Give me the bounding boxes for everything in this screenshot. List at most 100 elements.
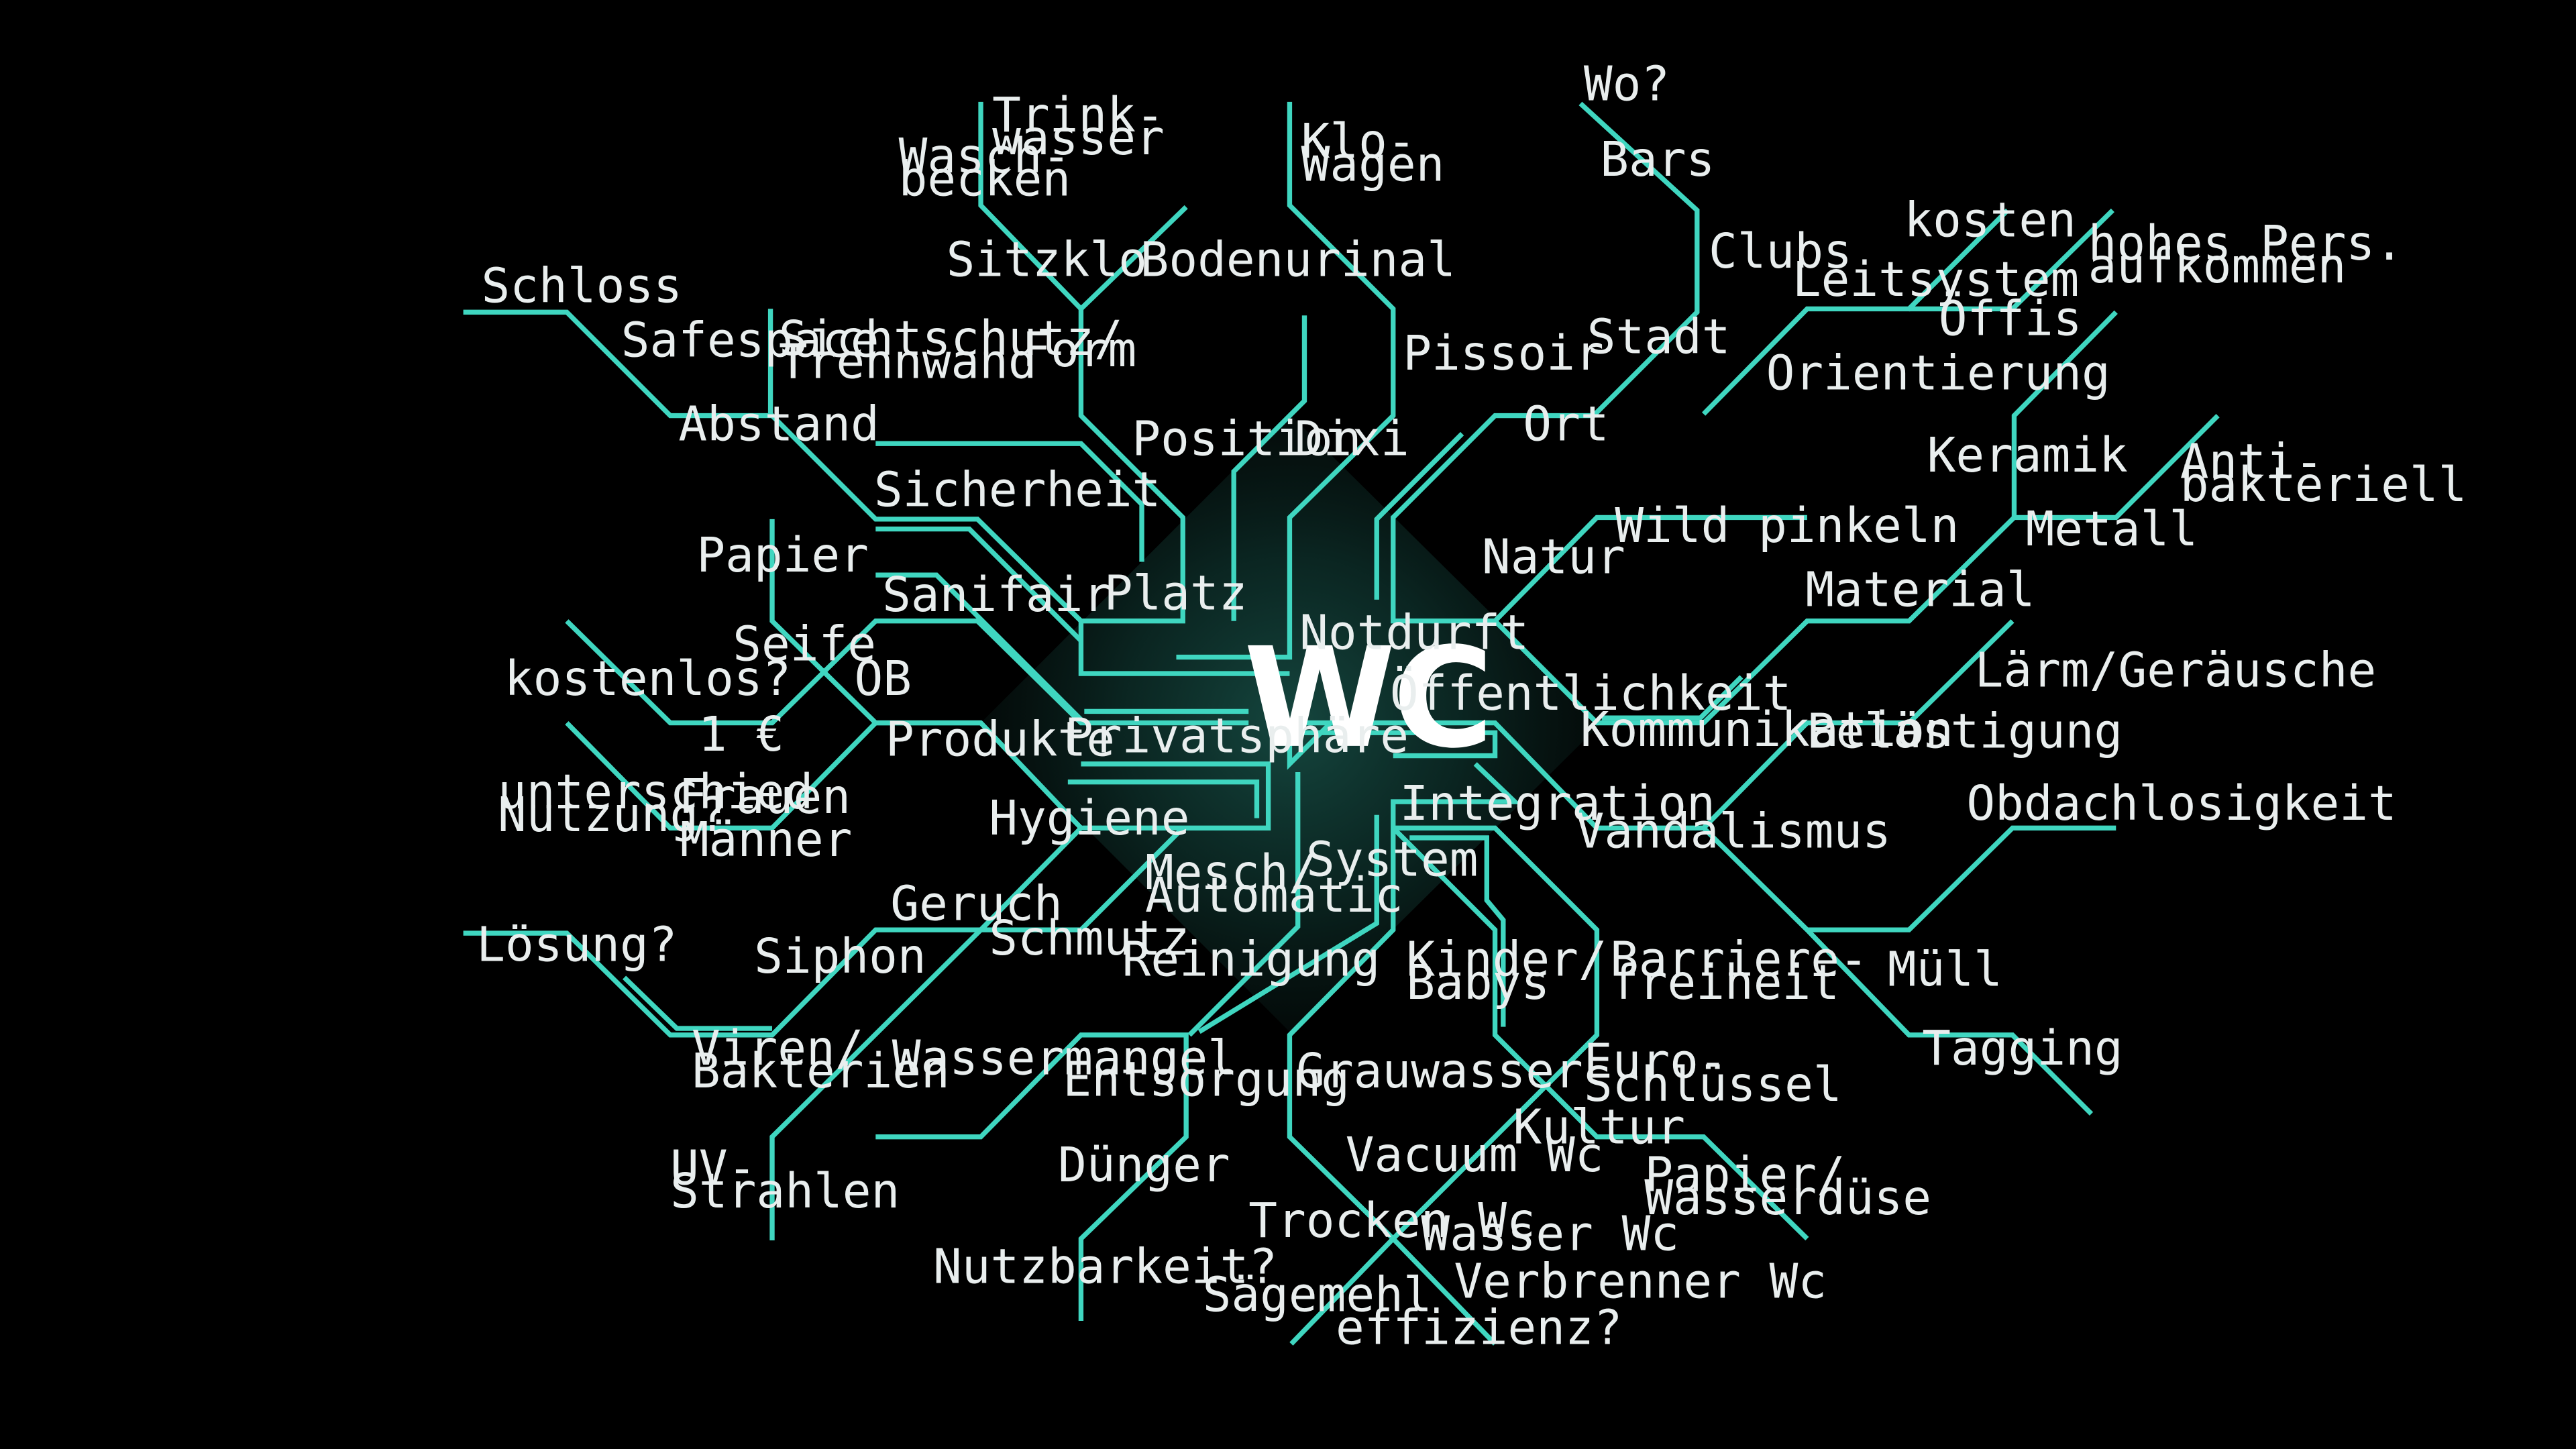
line-dixi bbox=[1231, 315, 1307, 621]
label-uv: UV-Strahlen bbox=[670, 1140, 900, 1219]
label-sicherheit: Sicherheit bbox=[874, 462, 1161, 517]
line-oeffentlichkeit bbox=[1287, 619, 2015, 830]
label-pissoir: Pissoir bbox=[1403, 325, 1603, 381]
line-trinkwasser bbox=[978, 101, 1083, 311]
label-mesch: Mesch/Automatic bbox=[1145, 845, 1403, 923]
line-klowagen-pissoir bbox=[1176, 101, 1396, 660]
line-siphon-inner bbox=[623, 975, 773, 1031]
line-uv bbox=[769, 826, 1083, 1240]
label-wasser-wc: Wasser Wc bbox=[1421, 1206, 1679, 1262]
label-frauen: Frauen bbox=[678, 769, 851, 824]
label-wild-pinkeln: Wild pinkeln bbox=[1615, 498, 1959, 553]
label-oeffentlichkeit: Öffentlichkeit bbox=[1390, 665, 1792, 721]
label-privatsphaere: Privatsphäre bbox=[1065, 708, 1409, 764]
line-integration bbox=[1297, 730, 1498, 759]
node-labels: Trink-wasser Wasch-becken Klo-Wagen Wo? … bbox=[476, 56, 2467, 1355]
label-oeffis: Öffis bbox=[1939, 291, 2082, 347]
label-ob: OB bbox=[854, 651, 912, 706]
line-kinder-inner bbox=[1409, 835, 1506, 1027]
label-wo: Wo? bbox=[1584, 56, 1670, 111]
line-bodenurinal bbox=[1079, 205, 1188, 311]
line-barriere bbox=[1289, 825, 1600, 1346]
label-muell: Müll bbox=[1888, 941, 2002, 997]
label-sichtschutz: Sichtschutz/Trennwand bbox=[779, 311, 1123, 389]
label-laerm: Lärm/Geräusche bbox=[1975, 643, 2377, 698]
label-notdurft: Notdurft bbox=[1299, 604, 1529, 660]
label-trocken: Trocken Wc bbox=[1248, 1193, 1536, 1248]
label-obdachlosigkeit: Obdachlosigkeit bbox=[1966, 775, 2396, 831]
label-system: System bbox=[1306, 831, 1479, 887]
label-grauwasser: Grauwasser bbox=[1296, 1043, 1583, 1099]
label-vacuum: Vacuum Wc bbox=[1346, 1127, 1604, 1183]
label-reinigung: Reinigung bbox=[1122, 932, 1381, 987]
label-clubs: Clubs bbox=[1709, 223, 1852, 279]
line-frauen bbox=[565, 720, 877, 830]
label-tagging: Tagging bbox=[1922, 1020, 2123, 1076]
label-stadt: Stadt bbox=[1587, 309, 1731, 365]
label-bars: Bars bbox=[1600, 131, 1715, 187]
label-euro: 1 € bbox=[698, 706, 784, 762]
line-form-position bbox=[1078, 309, 1185, 624]
label-material: Material bbox=[1805, 562, 2035, 618]
label-verbrenner: Verbrenner Wc bbox=[1454, 1254, 1827, 1309]
label-platz: Platz bbox=[1104, 566, 1248, 621]
line-sicherheit-platz bbox=[875, 441, 1144, 562]
label-safespace: Safespace bbox=[621, 312, 879, 368]
line-sicherheit-inner bbox=[875, 526, 1083, 643]
label-dixi: Dixi bbox=[1295, 411, 1409, 466]
label-sanifair: Sanifair bbox=[882, 567, 1112, 623]
label-sitzklo: Sitzklo bbox=[947, 231, 1147, 287]
label-seife: Seife bbox=[733, 616, 876, 672]
label-geruch: Geruch bbox=[890, 875, 1063, 931]
line-orientierung bbox=[1701, 208, 2010, 416]
line-geruch bbox=[463, 826, 1185, 1038]
label-duenger: Dünger bbox=[1058, 1137, 1230, 1193]
label-kultur: Kultur bbox=[1513, 1099, 1686, 1155]
label-belaestigung: Belästigung bbox=[1807, 703, 2123, 759]
label-vandalismus: Vandalismus bbox=[1576, 804, 1891, 859]
label-kostenlos: kostenlos? bbox=[504, 651, 792, 706]
label-orientierung: Orientierung bbox=[1766, 345, 2110, 400]
label-papier: Papier bbox=[696, 527, 869, 583]
label-form: Form bbox=[1022, 322, 1136, 378]
label-schloss: Schloss bbox=[482, 258, 682, 314]
label-barriere: Barriere-freiheit bbox=[1610, 932, 1868, 1010]
label-integration: Integration bbox=[1400, 775, 1715, 831]
line-schloss-sicherheit bbox=[463, 309, 1290, 676]
line-wild-pinkeln bbox=[1491, 413, 2220, 726]
label-hygiene: Hygiene bbox=[989, 790, 1189, 846]
line-hygiene-privatsphaere bbox=[875, 720, 1271, 830]
label-keramik: Keramik bbox=[1927, 427, 2128, 483]
label-hohes-pers: hohes Pers.aufkommen bbox=[2088, 215, 2404, 294]
label-schmutz: Schmutz bbox=[989, 910, 1189, 966]
label-saegemehl: Sägemehl bbox=[1203, 1267, 1432, 1322]
label-position: Position bbox=[1132, 411, 1361, 466]
center-label: WC bbox=[1244, 618, 1491, 779]
label-anti: Anti-bakteriell bbox=[2180, 434, 2467, 513]
label-kommunikation: Kommunikation bbox=[1580, 702, 1953, 757]
line-vandalismus bbox=[1702, 826, 2094, 1116]
label-bodenurinal: Bodenurinal bbox=[1140, 231, 1456, 287]
line-oeffis bbox=[1909, 208, 2114, 312]
label-klo-wagen: Klo-Wagen bbox=[1301, 113, 1445, 192]
label-abstand: Abstand bbox=[678, 396, 879, 451]
label-entsorgung: Entsorgung bbox=[1063, 1051, 1350, 1107]
label-maenner: Männer bbox=[680, 812, 853, 867]
label-nutzbarkeit: Nutzbarkeit? bbox=[933, 1239, 1277, 1295]
label-loesung: Lösung? bbox=[476, 917, 677, 973]
label-siphon: Siphon bbox=[754, 928, 926, 984]
label-waschbecken: Wasch-becken bbox=[899, 128, 1071, 207]
label-kosten: kosten bbox=[1904, 193, 2076, 248]
label-trinkwasser: Trink-wasser bbox=[992, 87, 1165, 166]
line-wo-stadt bbox=[1391, 101, 1700, 624]
line-obdachlosigkeit bbox=[1807, 825, 2116, 932]
line-keramik bbox=[2011, 310, 2118, 518]
line-ort-inner bbox=[1374, 431, 1464, 600]
label-kinder: Kinder/Babys bbox=[1406, 932, 1607, 1010]
line-system bbox=[1287, 762, 1521, 1346]
label-viren: Viren/Bakterien bbox=[692, 1020, 950, 1099]
line-natur-inner bbox=[1601, 675, 1743, 720]
label-unterschied: unterschiedNutzung? bbox=[498, 764, 813, 843]
